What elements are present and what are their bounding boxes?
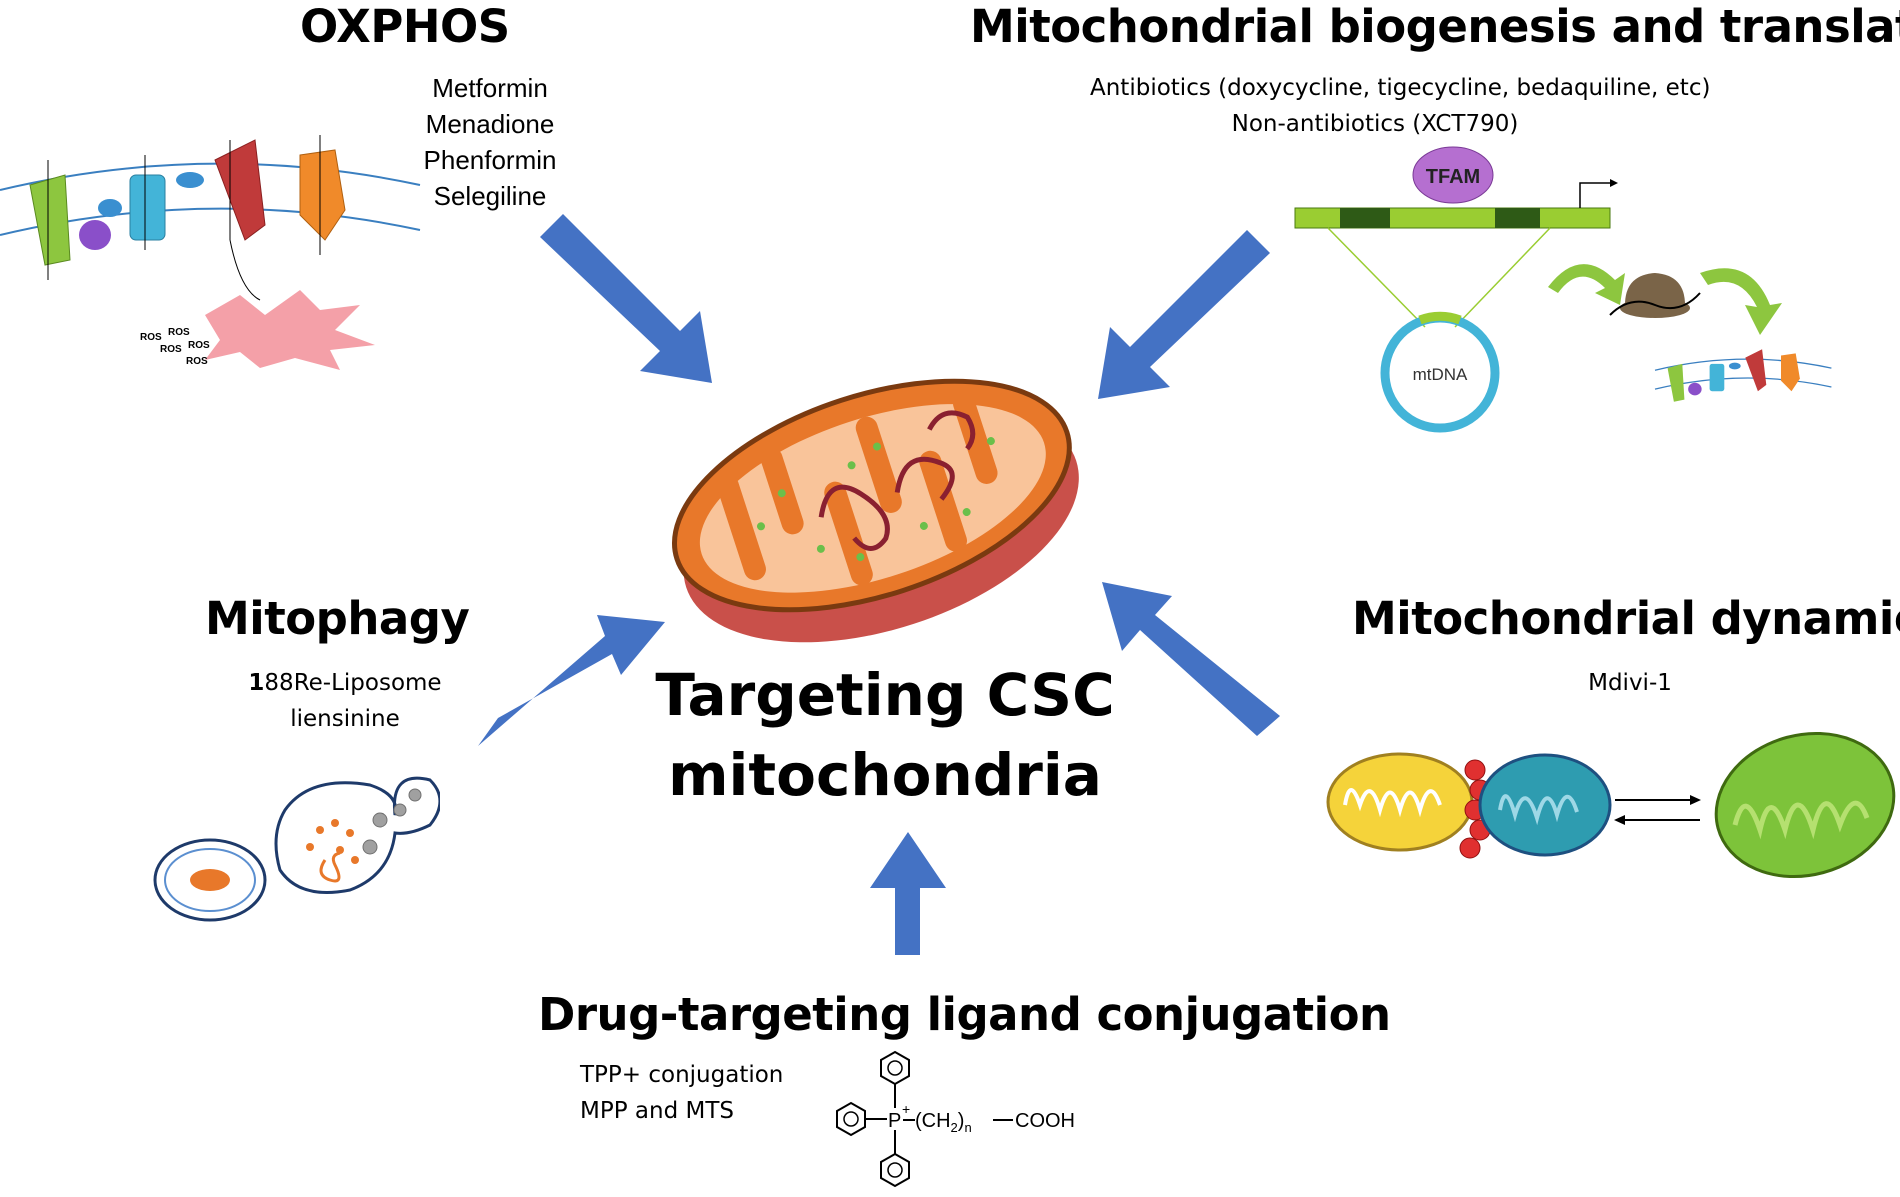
mini-etc-diagram <box>1654 349 1832 402</box>
oxphos-electron-transport-chain-diagram: ROS ROS ROS ROS ROS <box>0 135 421 370</box>
mtdna-label: mtDNA <box>1413 365 1468 384</box>
biogenesis-drug-list: Antibiotics (doxycycline, tigecycline, b… <box>1090 70 1711 142</box>
ros-label: ROS <box>140 332 162 343</box>
ros-label: ROS <box>160 344 182 355</box>
drug-isotope-prefix: 1 <box>248 670 265 696</box>
biogenesis-title: Mitochondrial biogenesis and translation <box>970 0 1900 53</box>
charge-label: + <box>902 1101 910 1117</box>
arrow-oxphos-icon <box>540 214 712 383</box>
drug-tpp-conjugation: TPP+ conjugation <box>580 1062 784 1088</box>
arrow-mitophagy-icon <box>478 615 665 746</box>
drug-mpp-mts: MPP and MTS <box>580 1098 734 1124</box>
drug-isotope-name: 88Re-Liposome <box>264 670 442 696</box>
oxphos-title: OXPHOS <box>300 0 510 53</box>
mitophagy-illustration <box>153 776 440 922</box>
oxphos-drug-list: Metformin Menadione Phenformin Selegilin… <box>405 70 575 214</box>
dynamics-title: Mitochondrial dynamics <box>1352 592 1900 645</box>
drug-antibiotics: Antibiotics (doxycycline, tigecycline, b… <box>1090 75 1711 101</box>
chain-label: (CH2)n <box>915 1110 972 1135</box>
dynamics-drug-list: Mdivi-1 <box>1520 665 1740 701</box>
drug-menadione: Menadione <box>425 109 555 139</box>
arrow-ligand-icon <box>870 832 946 955</box>
arrow-biogenesis-icon <box>1098 230 1270 399</box>
phosphorus-label: P <box>888 1110 901 1132</box>
drug-liensinine: liensinine <box>290 706 400 732</box>
ligand-drug-list: TPP+ conjugation MPP and MTS <box>580 1057 783 1129</box>
drug-non-antibiotics: Non-antibiotics (XCT790) <box>1231 111 1519 137</box>
arrow-dynamics-icon <box>1102 582 1280 736</box>
ligand-title: Drug-targeting ligand conjugation <box>538 988 1391 1041</box>
ribosome-icon <box>1625 273 1685 305</box>
ros-label: ROS <box>168 327 190 338</box>
curved-arrow-icon <box>1548 264 1625 305</box>
mitophagy-title: Mitophagy <box>205 592 470 645</box>
drug-metformin: Metformin <box>432 73 548 103</box>
mitochondrial-fission-fusion-illustration <box>1326 731 1896 879</box>
center-title: Targeting CSC mitochondria <box>650 655 1120 815</box>
center-title-line2: mitochondria <box>668 741 1102 809</box>
drug-mdivi-1: Mdivi-1 <box>1588 670 1672 696</box>
ros-label: ROS <box>186 356 208 367</box>
tpp-chemical-structure: P + (CH2)n COOH <box>836 1050 1075 1188</box>
tfam-label: TFAM <box>1426 166 1480 188</box>
central-mitochondrion-illustration <box>672 378 1079 643</box>
mtdna-translation-diagram: TFAM mtDNA <box>1294 146 1832 433</box>
mitophagy-drug-list: 188Re-Liposome liensinine <box>245 665 445 737</box>
center-title-line1: Targeting CSC <box>655 661 1115 729</box>
drug-selegiline: Selegiline <box>433 181 547 211</box>
cooh-label: COOH <box>1015 1110 1075 1132</box>
curved-arrow-icon <box>1700 268 1782 335</box>
drug-phenformin: Phenformin <box>423 145 557 175</box>
drug-188re-liposome: 188Re-Liposome <box>245 665 445 701</box>
tfam-protein-icon <box>1412 146 1494 204</box>
ros-label: ROS <box>188 340 210 351</box>
